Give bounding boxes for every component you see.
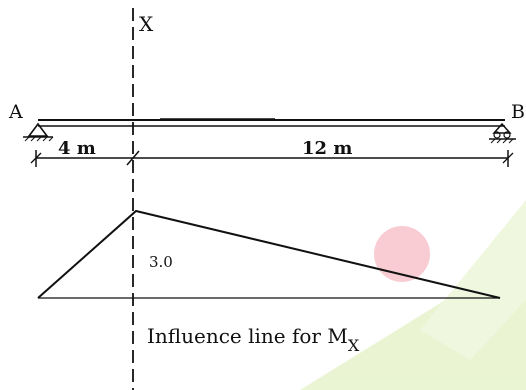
influence-line: [37, 209, 501, 299]
beam: [38, 118, 505, 127]
dimension-line: [30, 150, 514, 167]
roller-support-b: [489, 122, 516, 144]
ordinate-label: 3.0: [149, 253, 173, 271]
watermark: [300, 200, 526, 390]
influence-curve: [37, 209, 501, 299]
watermark-red-dot: [374, 226, 430, 282]
roller-triangle: [492, 122, 512, 134]
caption: Influence line for MX: [147, 324, 360, 355]
dimension-tick-section: [126, 150, 140, 166]
dimension-label-right: 12 m: [302, 138, 352, 159]
support-label-b: B: [511, 101, 525, 123]
watermark-green-shape-2: [420, 200, 526, 360]
pin-support-a: [23, 122, 54, 142]
caption-subscript: X: [348, 336, 360, 355]
roller-wheel: [503, 131, 511, 139]
dimension-label-left: 4 m: [58, 138, 96, 159]
support-label-a: A: [8, 101, 23, 123]
roller-wheel: [493, 131, 501, 139]
section-label: X: [139, 12, 154, 36]
pin-triangle: [27, 122, 49, 137]
caption-main: Influence line for M: [147, 324, 348, 348]
